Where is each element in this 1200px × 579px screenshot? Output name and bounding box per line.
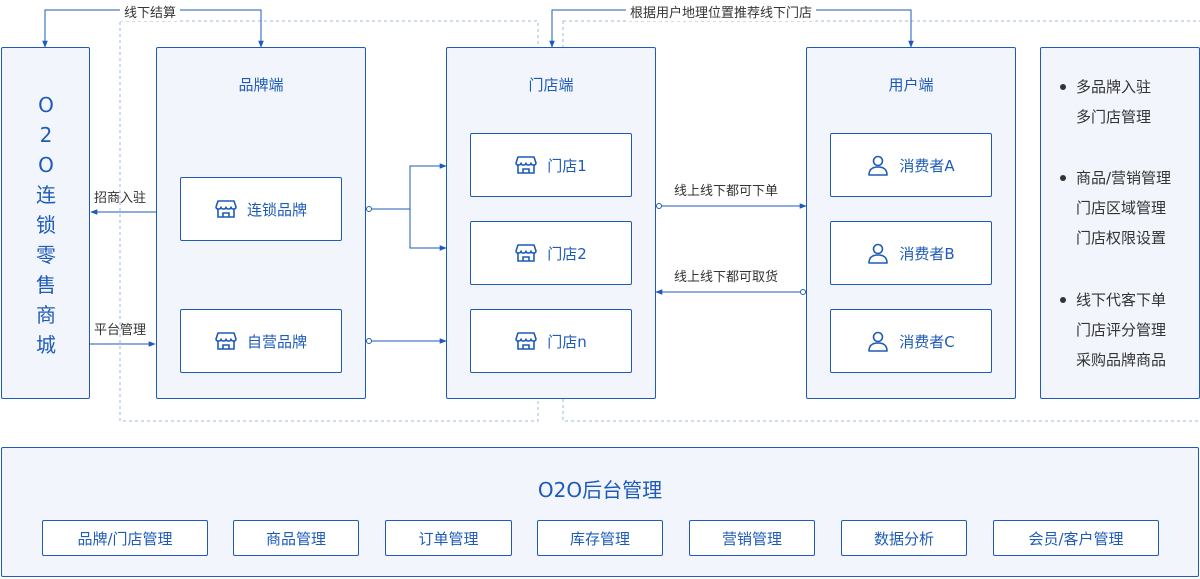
user-item-b-label: 消费者B <box>899 244 955 263</box>
feature-line: 采购品牌商品 <box>1076 351 1167 369</box>
user-item-c[interactable]: 消费者C <box>830 309 992 373</box>
user-item-b[interactable]: 消费者B <box>830 221 992 285</box>
store-item-2-label: 门店2 <box>547 244 587 263</box>
brand-item-self-label: 自营品牌 <box>246 332 307 351</box>
store-item-2[interactable]: 门店2 <box>470 221 632 285</box>
feature-group-2: 商品/营销管理 门店区域管理 门店权限设置 <box>1040 163 1200 253</box>
store-icon <box>215 331 237 351</box>
module-marketing[interactable]: 营销管理 <box>689 520 815 556</box>
label-offline-settlement: 线下结算 <box>120 2 181 21</box>
feature-line: 线下代客下单 <box>1040 285 1200 315</box>
module-analytics[interactable]: 数据分析 <box>841 520 967 556</box>
user-item-c-label: 消费者C <box>899 332 955 351</box>
bullet-icon <box>1060 297 1066 303</box>
store-icon <box>215 199 237 219</box>
feature-line: 门店区域管理 <box>1076 199 1167 217</box>
brand-panel-title: 品牌端 <box>238 76 284 94</box>
feature-line: 门店权限设置 <box>1076 229 1167 247</box>
backend-panel: O2O后台管理 品牌/门店管理 商品管理 订单管理 库存管理 营销管理 数据分析… <box>1 447 1199 577</box>
feature-group-1: 多品牌入驻 多门店管理 <box>1040 72 1200 132</box>
backend-title: O2O后台管理 <box>537 478 663 502</box>
store-panel-title: 门店端 <box>528 76 574 94</box>
dashed-region-left <box>119 20 539 422</box>
store-icon <box>515 331 538 351</box>
user-icon <box>867 154 889 176</box>
bullet-icon <box>1060 175 1066 181</box>
feature-line: 多门店管理 <box>1076 108 1152 126</box>
module-members[interactable]: 会员/客户管理 <box>993 520 1159 556</box>
brand-item-chain-label: 连锁品牌 <box>246 200 307 219</box>
user-icon <box>867 330 889 352</box>
bullet-icon <box>1060 84 1066 90</box>
feature-line: 门店评分管理 <box>1076 321 1167 339</box>
store-item-1-label: 门店1 <box>547 156 587 175</box>
feature-line: 商品/营销管理 <box>1040 163 1200 193</box>
module-orders[interactable]: 订单管理 <box>385 520 512 556</box>
module-brand-store[interactable]: 品牌/门店管理 <box>42 520 208 556</box>
label-platform: 平台管理 <box>94 323 147 338</box>
feature-line: 多品牌入驻 <box>1040 72 1200 102</box>
label-pickup: 线上线下都可取货 <box>674 270 779 285</box>
store-icon <box>515 243 538 263</box>
user-item-a[interactable]: 消费者A <box>830 133 992 197</box>
store-item-1[interactable]: 门店1 <box>470 133 632 197</box>
module-goods[interactable]: 商品管理 <box>233 520 359 556</box>
brand-item-self[interactable]: 自营品牌 <box>180 309 342 373</box>
module-inventory[interactable]: 库存管理 <box>537 520 663 556</box>
label-recommend: 根据用户地理位置推荐线下门店 <box>626 2 817 21</box>
store-item-n-label: 门店n <box>547 332 587 351</box>
store-icon <box>515 155 538 175</box>
brand-item-chain[interactable]: 连锁品牌 <box>180 177 342 241</box>
o2o-mall-title: O 2 O 连 锁 零 售 商 城 <box>36 93 56 357</box>
feature-group-3: 线下代客下单 门店评分管理 采购品牌商品 <box>1040 285 1200 375</box>
label-order: 线上线下都可下单 <box>674 184 779 199</box>
user-panel-title: 用户端 <box>888 76 934 94</box>
arrow-chain-to-stores <box>369 165 446 249</box>
store-item-n[interactable]: 门店n <box>470 309 632 373</box>
o2o-mall-panel: O 2 O 连 锁 零 售 商 城 <box>1 47 90 399</box>
user-item-a-label: 消费者A <box>899 156 955 175</box>
label-investment: 招商入驻 <box>94 191 147 206</box>
user-icon <box>867 242 889 264</box>
